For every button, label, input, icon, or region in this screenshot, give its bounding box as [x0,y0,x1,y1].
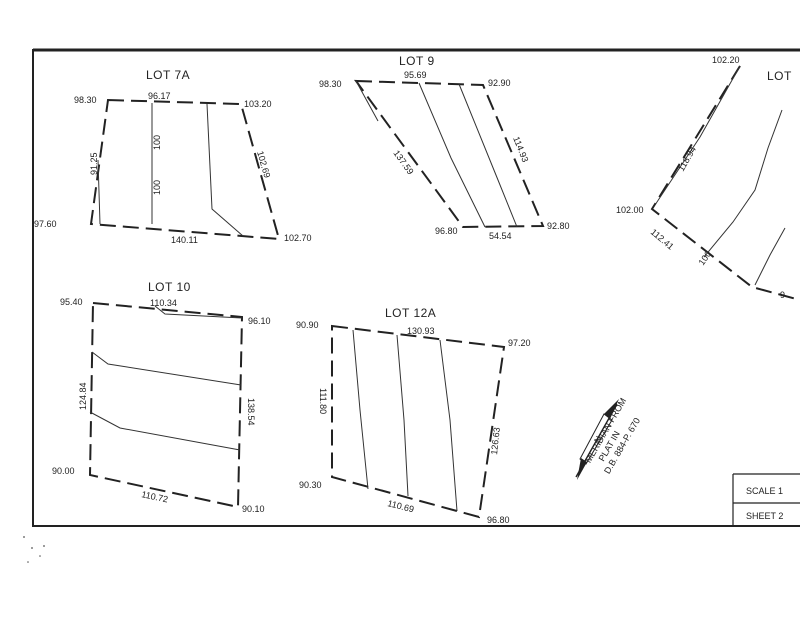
lot-12a-label: 96.80 [487,515,510,525]
lot-7a-label: 102.70 [284,233,312,243]
lot-12a-label: 90.30 [299,480,322,490]
lot-10-contour [91,351,242,386]
lot-10-title: LOT 10 [148,280,191,294]
lot-10-label: 90.00 [52,466,75,476]
lot-10-label: 138.54 [246,398,256,426]
north-indicator: N [592,434,604,445]
lot-7a-contour [97,159,101,225]
lot-7a-label: 140.11 [171,235,198,245]
lot-10-contour [154,305,243,319]
lot-9-label: 54.54 [489,231,512,241]
lot-12a-label: 97.20 [508,338,531,348]
lot-11-title: LOT [767,69,792,83]
lot-9-label: 98.30 [319,79,342,89]
lot-9-boundary [353,79,545,229]
lot-11-label: 102.20 [712,55,740,65]
lot-11-label: 100 [696,249,713,267]
lot-9-label: 137.59 [391,148,415,176]
lot-12a-boundary [331,324,506,519]
lot-7a-label: 100 [152,180,162,195]
lot-11-contour [754,227,786,286]
lot-9-label: 92.80 [547,221,570,231]
sheet-label: SHEET 2 [746,511,783,521]
lot-9-title: LOT 9 [399,54,435,68]
lot-12a-label: 90.90 [296,320,319,330]
meridian-arrow [575,399,619,480]
lot-7a-label: 103.20 [244,99,272,109]
lot-12a-label: 110.69 [387,498,415,514]
lot-7a-contour [206,103,244,237]
lot-7a-label: 100 [152,135,162,150]
lot-9-contour [458,83,518,228]
lot-10-boundary [88,301,244,509]
lot-11-label: 112.41 [649,227,676,252]
lot-10-label: 124.84 [78,382,88,410]
lot-9-contour [418,82,486,228]
lot-7a-boundary [89,98,281,241]
lot-11-label: 9 [780,290,785,300]
lot-9-label: 96.80 [435,226,458,236]
lot-7a-label: 91.25 [89,152,99,175]
lot-12a-label: 130.93 [407,326,435,336]
lot-9-label: 95.69 [404,70,427,80]
lot-7a-label: 97.60 [34,219,57,229]
lot-12a-title: LOT 12A [385,306,436,320]
lot-7a-label: 98.30 [74,95,97,105]
lot-11-label: 102.00 [616,205,644,215]
lot-7a-label: 96.17 [148,91,171,101]
lot-7a: LOT 7A 98.30 96.17 103.20 91.25 100 100 … [34,68,312,245]
lot-10: LOT 10 95.40 110.34 96.10 124.84 138.54 … [52,280,271,514]
lot-11-contour [654,65,741,206]
scale-label: SCALE 1 [746,486,783,496]
lot-12a-contour [352,329,369,490]
lot-10-label: 110.34 [150,298,177,308]
lot-11-contour [703,109,783,258]
lot-11-label: 118.94 [676,145,698,173]
lot-11-boundary [650,65,800,301]
lot-12a: LOT 12A 90.90 130.93 97.20 111.80 126.63… [296,306,531,525]
lot-10-contour [89,411,241,451]
lot-9: LOT 9 98.30 95.69 92.90 137.59 114.93 96… [319,54,570,241]
lot-7a-title: LOT 7A [146,68,190,82]
lot-10-label: 95.40 [60,297,83,307]
scan-marks [23,536,45,563]
lot-12a-label: 126.63 [489,427,502,455]
lot-10-label: 90.10 [242,504,265,514]
lot-9-label: 92.90 [488,78,511,88]
lot-11-partial: LOT 102.20 118.94 102.00 112.41 100 9 [616,55,800,301]
lot-9-contour [355,80,379,122]
lot-12a-contour [396,334,409,497]
lot-12a-label: 111.80 [318,388,328,414]
lot-12a-contour [439,339,458,512]
lot-10-label: 96.10 [248,316,271,326]
